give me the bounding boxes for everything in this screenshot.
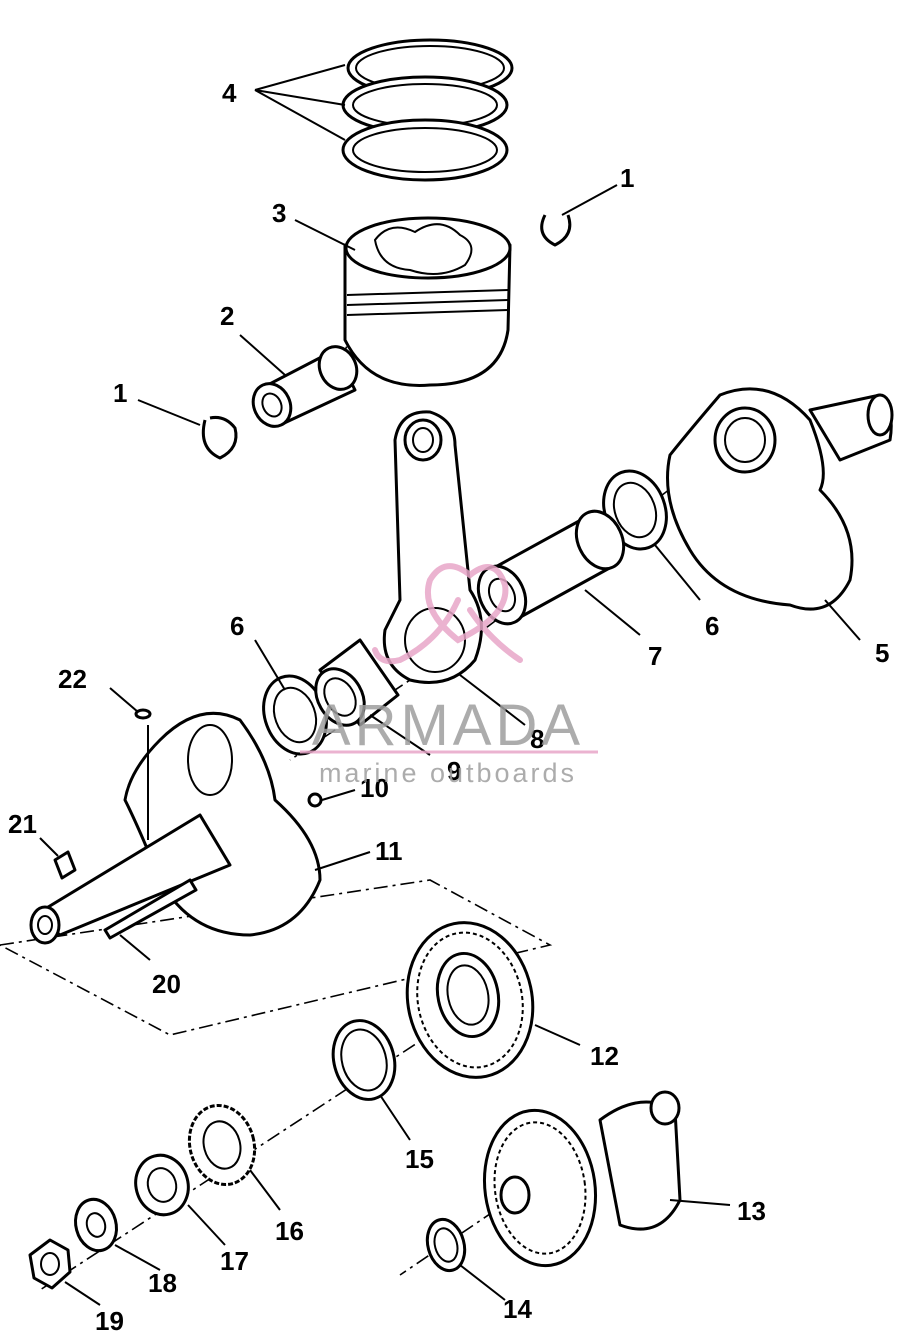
piston xyxy=(343,216,512,387)
watermark: ARMADA marine outboards xyxy=(300,563,598,788)
ball xyxy=(307,792,323,808)
piston-rings xyxy=(341,38,514,182)
callout-11: 11 xyxy=(375,836,403,866)
callout-16: 16 xyxy=(275,1216,304,1246)
callout-22: 22 xyxy=(58,664,87,694)
washers-and-nuts xyxy=(28,1019,467,1290)
callout-6-right: 6 xyxy=(705,611,719,641)
callout-numbers: 4 1 3 2 1 6 5 7 6 22 8 9 10 21 11 20 12 … xyxy=(8,78,889,1336)
callout-12: 12 xyxy=(590,1041,619,1071)
callout-9: 9 xyxy=(447,756,461,786)
callout-15: 15 xyxy=(405,1144,434,1174)
callout-3: 3 xyxy=(272,198,286,228)
callout-8: 8 xyxy=(530,724,544,754)
callout-10: 10 xyxy=(360,773,389,803)
crank-half-left xyxy=(29,711,322,945)
callout-17: 17 xyxy=(220,1246,249,1276)
connecting-rod xyxy=(382,410,483,684)
callout-6-left: 6 xyxy=(230,611,244,641)
callout-19: 19 xyxy=(95,1306,124,1334)
circlips xyxy=(201,214,572,460)
callout-1-upper: 1 xyxy=(620,163,634,193)
callout-5: 5 xyxy=(875,638,889,668)
balance-shaft-gear xyxy=(482,1090,682,1268)
callout-13: 13 xyxy=(737,1196,766,1226)
watermark-tagline: marine outboards xyxy=(319,758,577,788)
watermark-brand: ARMADA xyxy=(312,693,584,758)
needle-bearing xyxy=(314,638,400,727)
callout-14: 14 xyxy=(503,1294,532,1324)
callout-21: 21 xyxy=(8,809,37,839)
crank-half-right xyxy=(666,387,894,611)
callout-18: 18 xyxy=(148,1268,177,1298)
callout-4: 4 xyxy=(222,78,237,108)
small-pins xyxy=(53,708,198,940)
callout-20: 20 xyxy=(152,969,181,999)
crank-pin xyxy=(476,509,626,626)
callout-2: 2 xyxy=(220,301,234,331)
piston-pin xyxy=(251,345,359,428)
callout-7: 7 xyxy=(648,641,662,671)
callout-1-lower: 1 xyxy=(113,378,127,408)
leader-lines xyxy=(39,64,861,1306)
drive-gear xyxy=(405,921,535,1079)
watermark-logo-icon xyxy=(372,563,523,665)
